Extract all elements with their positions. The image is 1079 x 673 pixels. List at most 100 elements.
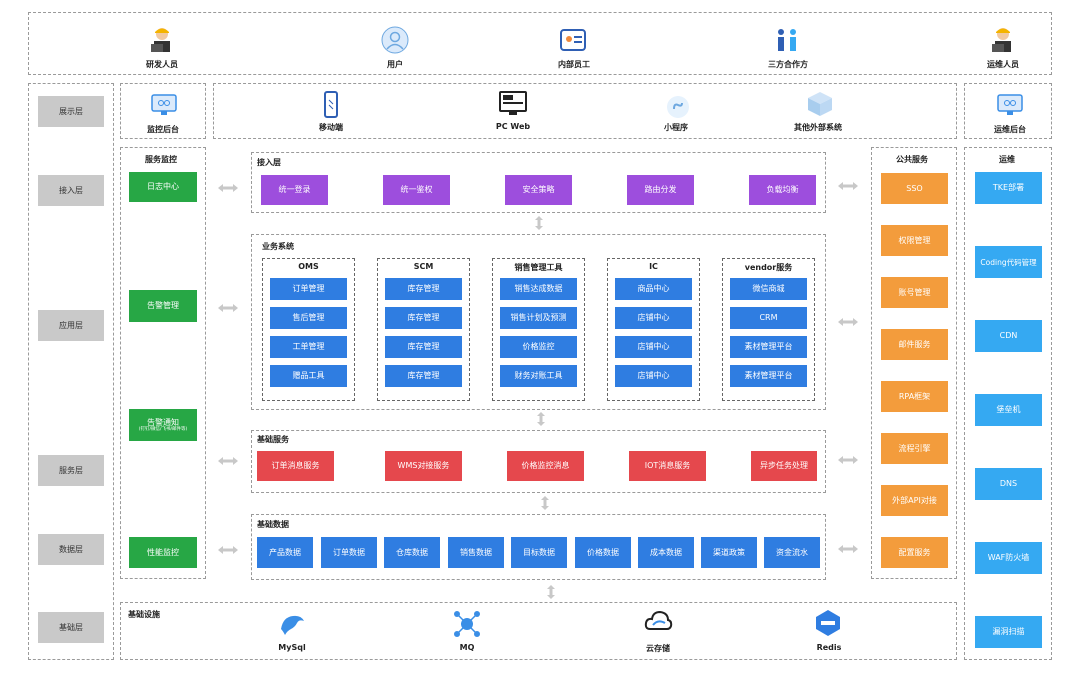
infra-label: MQ xyxy=(459,643,475,652)
business-group xyxy=(492,258,585,401)
infra-panel xyxy=(120,602,957,660)
business-item-button[interactable]: 素材管理平台 xyxy=(730,365,807,387)
business-item-button[interactable]: 店铺中心 xyxy=(615,307,692,329)
id-card-icon xyxy=(560,29,586,51)
load-balance-button[interactable]: 负载均衡 xyxy=(749,175,816,205)
base-data-button[interactable]: 仓库数据 xyxy=(384,537,440,568)
log-center-button[interactable]: 日志中心 xyxy=(129,172,197,202)
actors-panel xyxy=(28,12,1052,75)
public-service-button[interactable]: SSO xyxy=(881,173,948,204)
base-data-button[interactable]: 销售数据 xyxy=(448,537,504,568)
arrow-icon xyxy=(535,216,543,230)
unified-login-button[interactable]: 统一登录 xyxy=(261,175,328,205)
ops-backend-label: 运维后台 xyxy=(994,125,1026,134)
business-item-button[interactable]: 商品中心 xyxy=(615,278,692,300)
monitoring-title: 服务监控 xyxy=(145,155,177,164)
layer-infra: 基础层 xyxy=(38,612,104,643)
public-service-button[interactable]: 账号管理 xyxy=(881,277,948,308)
alert-notify-button[interactable]: 告警通知 (钉钉/微信/飞书/邮件等) xyxy=(129,409,197,441)
business-item-button[interactable]: 售后管理 xyxy=(270,307,347,329)
business-item-button[interactable]: 店铺中心 xyxy=(615,365,692,387)
ops-item-button[interactable]: TKE部署 xyxy=(975,172,1042,204)
business-item-button[interactable]: 赠品工具 xyxy=(270,365,347,387)
public-services-title: 公共服务 xyxy=(896,155,928,164)
cloud-storage-icon xyxy=(644,610,673,630)
unified-auth-button[interactable]: 统一鉴权 xyxy=(383,175,450,205)
mobile-icon xyxy=(324,91,338,118)
public-service-button[interactable]: RPA框架 xyxy=(881,381,948,412)
ops-panel xyxy=(964,147,1052,660)
business-item-button[interactable]: 库存管理 xyxy=(385,365,462,387)
monitor-backend-label: 监控后台 xyxy=(147,125,179,134)
business-item-button[interactable]: 销售计划及预测 xyxy=(500,307,577,329)
ops-item-button[interactable]: 漏洞扫描 xyxy=(975,616,1042,648)
business-item-button[interactable]: 店铺中心 xyxy=(615,336,692,358)
arrow-icon xyxy=(218,546,238,554)
business-item-button[interactable]: 库存管理 xyxy=(385,336,462,358)
business-item-button[interactable]: 微信商城 xyxy=(730,278,807,300)
base-service-button[interactable]: IOT消息服务 xyxy=(629,451,706,481)
base-service-button[interactable]: WMS对接服务 xyxy=(385,451,462,481)
monitor-icon xyxy=(151,94,177,115)
client-label: PC Web xyxy=(495,122,531,131)
client-label: 小程序 xyxy=(664,123,688,132)
base-data-button[interactable]: 资金流水 xyxy=(764,537,820,568)
layer-service: 服务层 xyxy=(38,455,104,486)
business-item-button[interactable]: 价格监控 xyxy=(500,336,577,358)
business-item-button[interactable]: 财务对账工具 xyxy=(500,365,577,387)
alert-management-button[interactable]: 告警管理 xyxy=(129,290,197,322)
public-service-button[interactable]: 外部API对接 xyxy=(881,485,948,516)
business-item-button[interactable]: 订单管理 xyxy=(270,278,347,300)
base-service-button[interactable]: 价格监控消息 xyxy=(507,451,584,481)
arrow-icon xyxy=(218,304,238,312)
business-item-button[interactable]: 库存管理 xyxy=(385,278,462,300)
business-group xyxy=(722,258,815,401)
base-data-button[interactable]: 目标数据 xyxy=(511,537,567,568)
public-service-button[interactable]: 流程引擎 xyxy=(881,433,948,464)
ops-item-button[interactable]: 堡垒机 xyxy=(975,394,1042,426)
base-data-button[interactable]: 产品数据 xyxy=(257,537,313,568)
infra-label: 云存储 xyxy=(646,644,670,653)
ops-item-button[interactable]: Coding代码管理 xyxy=(975,246,1042,278)
group-name: SCM xyxy=(413,262,434,271)
clients-panel xyxy=(213,83,957,139)
user-icon xyxy=(381,26,409,54)
client-label: 移动端 xyxy=(319,123,343,132)
actor-label: 研发人员 xyxy=(146,60,178,69)
base-data-button[interactable]: 成本数据 xyxy=(638,537,694,568)
ops-item-button[interactable]: DNS xyxy=(975,468,1042,500)
ops-item-button[interactable]: WAF防火墙 xyxy=(975,542,1042,574)
routing-button[interactable]: 路由分发 xyxy=(627,175,694,205)
business-item-button[interactable]: 库存管理 xyxy=(385,307,462,329)
actor-label: 用户 xyxy=(387,60,403,69)
alert-notify-sub: (钉钉/微信/飞书/邮件等) xyxy=(138,427,188,433)
business-panel xyxy=(251,234,826,410)
arrow-icon xyxy=(218,184,238,192)
actor-label: 三方合作方 xyxy=(768,60,808,69)
perf-monitor-button[interactable]: 性能监控 xyxy=(129,537,197,568)
base-data-button[interactable]: 渠道政策 xyxy=(701,537,757,568)
business-item-button[interactable]: CRM xyxy=(730,307,807,329)
monitor-backend-panel xyxy=(120,83,206,139)
security-policy-button[interactable]: 安全策略 xyxy=(505,175,572,205)
business-item-button[interactable]: 工单管理 xyxy=(270,336,347,358)
public-service-button[interactable]: 配置服务 xyxy=(881,537,948,568)
ops-item-button[interactable]: CDN xyxy=(975,320,1042,352)
base-services-panel xyxy=(251,430,826,493)
base-service-button[interactable]: 订单消息服务 xyxy=(257,451,334,481)
developer-icon xyxy=(151,28,170,52)
public-service-button[interactable]: 邮件服务 xyxy=(881,329,948,360)
public-service-button[interactable]: 权限管理 xyxy=(881,225,948,256)
layer-column xyxy=(28,83,114,660)
ops-title: 运维 xyxy=(999,155,1015,164)
access-panel xyxy=(251,152,826,213)
layer-access: 接入层 xyxy=(38,175,104,206)
base-data-button[interactable]: 订单数据 xyxy=(321,537,377,568)
base-service-button[interactable]: 异步任务处理 xyxy=(751,451,817,481)
arrow-icon xyxy=(218,457,238,465)
business-item-button[interactable]: 销售达成数据 xyxy=(500,278,577,300)
group-name: OMS xyxy=(298,262,319,271)
business-title: 业务系统 xyxy=(262,242,294,251)
base-data-button[interactable]: 价格数据 xyxy=(575,537,631,568)
business-item-button[interactable]: 素材管理平台 xyxy=(730,336,807,358)
